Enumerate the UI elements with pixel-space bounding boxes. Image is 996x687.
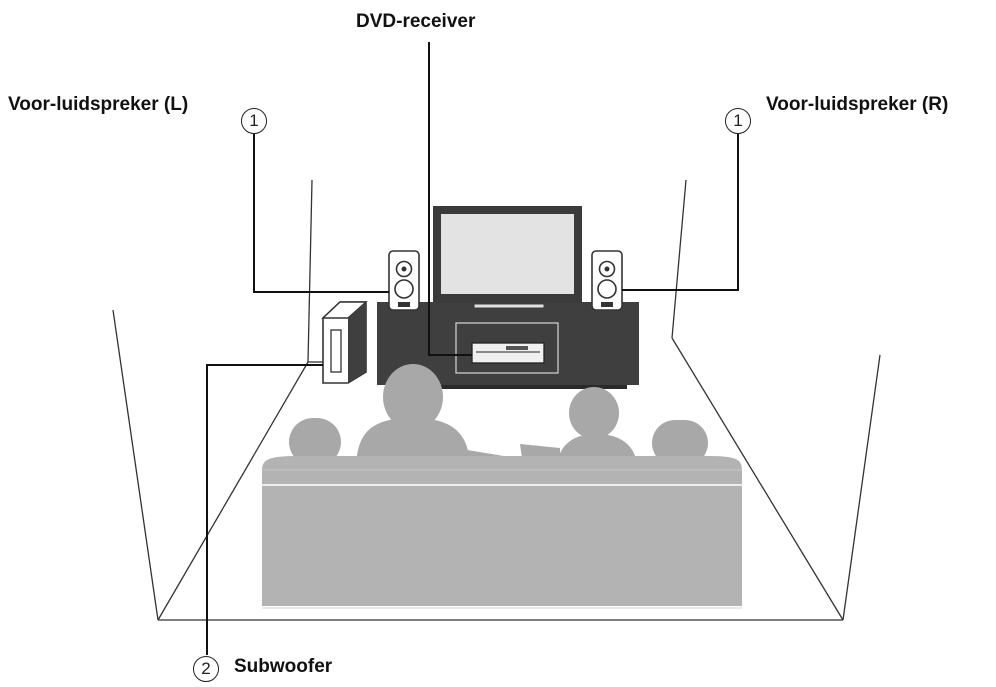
front-right-speaker-label: Voor-luidspreker (R) [766, 94, 949, 115]
subwoofer-unit [321, 301, 368, 384]
callout-number-front-left: 1 [241, 108, 267, 134]
television [433, 206, 582, 309]
callout-number-front-right: 1 [725, 108, 751, 134]
front-right-speaker [591, 250, 623, 311]
callout-number-subwoofer: 2 [193, 656, 219, 682]
subwoofer-label: Subwoofer [234, 656, 333, 677]
front-left-speaker-label: Voor-luidspreker (L) [8, 94, 189, 115]
front-left-speaker [388, 250, 420, 311]
dvd-receiver-unit [471, 342, 545, 364]
sofa [262, 456, 742, 606]
leader-lines [206, 42, 739, 655]
room-outline [112, 179, 881, 621]
dvd-receiver-label: DVD-receiver [356, 11, 476, 32]
